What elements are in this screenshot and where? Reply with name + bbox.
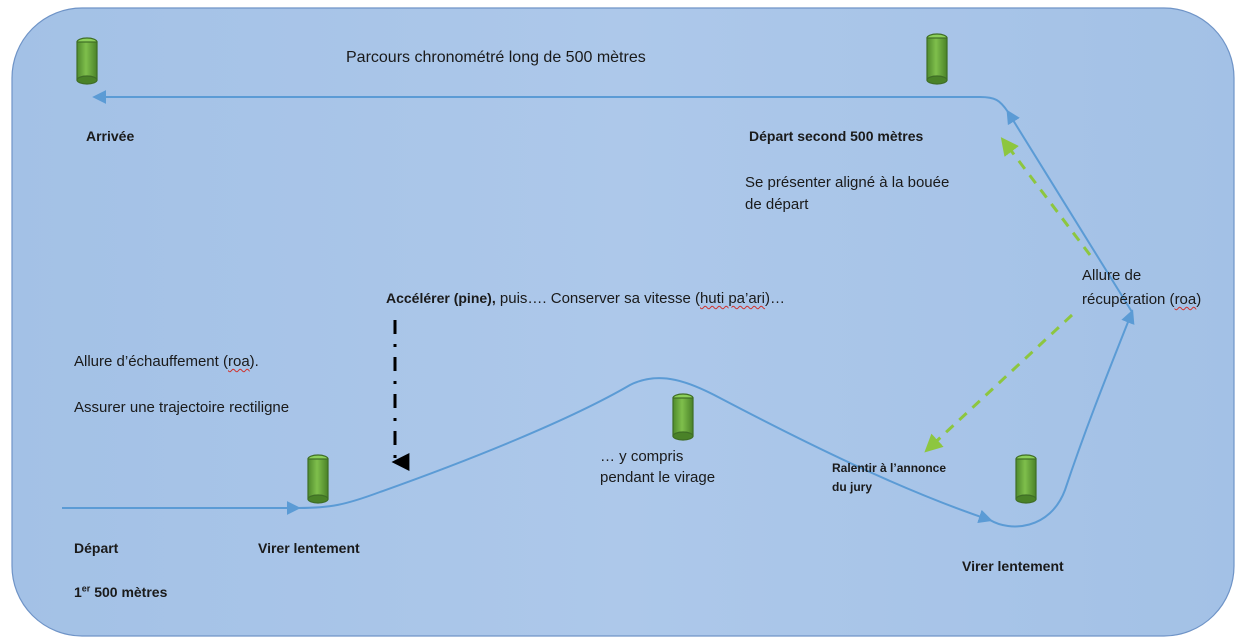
allure-recup-end: ) xyxy=(1196,291,1202,308)
label-premier-500: 1er 500 mètres xyxy=(74,582,167,602)
label-se-presenter: Se présenter aligné à la bouée de départ xyxy=(745,174,950,213)
course-path-turn xyxy=(989,309,1135,528)
accelerer-huti: huti pa’ari xyxy=(699,290,766,307)
premier-num: 1 xyxy=(74,584,82,600)
allure-recup-text: récupération ( xyxy=(1082,291,1175,308)
accelerer-text-1: puis…. Conserver sa vitesse ( xyxy=(495,290,700,307)
premier-sup: er xyxy=(81,583,91,594)
green-dashed-arrow-up xyxy=(1000,137,1092,256)
course-path-return-up xyxy=(1006,109,1133,313)
label-virer-1: Virer lentement xyxy=(258,540,360,556)
buoy-icon xyxy=(1015,454,1037,504)
premier-rest: 500 mètres xyxy=(90,584,168,600)
echauffement-text-1: Allure d’échauffement ( xyxy=(74,353,228,370)
label-depart: Départ xyxy=(74,540,119,556)
label-y-compris: … y compris pendant le virage xyxy=(600,448,716,486)
buoy-icon xyxy=(307,454,329,504)
label-echauffement: Allure d’échauffement (roa). xyxy=(74,352,259,372)
label-arrivee: Arrivée xyxy=(86,128,135,144)
course-path-main xyxy=(297,377,993,524)
echauffement-roa: roa xyxy=(227,353,250,370)
allure-recup-roa: roa xyxy=(1174,291,1197,308)
buoy-icon xyxy=(672,393,694,441)
label-ralentir: Ralentir à l’annonce du jury xyxy=(832,461,947,494)
label-allure-recuperation: Allure de récupération (roa) xyxy=(1082,264,1222,312)
course-path-top xyxy=(92,90,1009,113)
label-accelerer: Accélérer (pine), puis…. Conserver sa vi… xyxy=(386,288,785,309)
course-title: Parcours chronométré long de 500 mètres xyxy=(346,49,646,66)
background-panel xyxy=(11,7,1235,637)
label-trajectoire: Assurer une trajectoire rectiligne xyxy=(74,399,290,416)
label-virer-2: Virer lentement xyxy=(962,558,1064,574)
label-depart-second: Départ second 500 mètres xyxy=(749,128,924,144)
label-allure-recup-line1: Allure de xyxy=(1082,267,1142,284)
accelerer-text-2: )… xyxy=(765,290,786,307)
green-dashed-arrow-down xyxy=(924,313,1074,453)
label-allure-recup-line2: récupération (roa) xyxy=(1082,291,1201,308)
buoy-icon xyxy=(926,33,948,85)
echauffement-text-2: ). xyxy=(249,353,259,370)
accelerer-bold: Accélérer (pine), xyxy=(386,290,496,306)
buoy-icon xyxy=(76,37,98,85)
